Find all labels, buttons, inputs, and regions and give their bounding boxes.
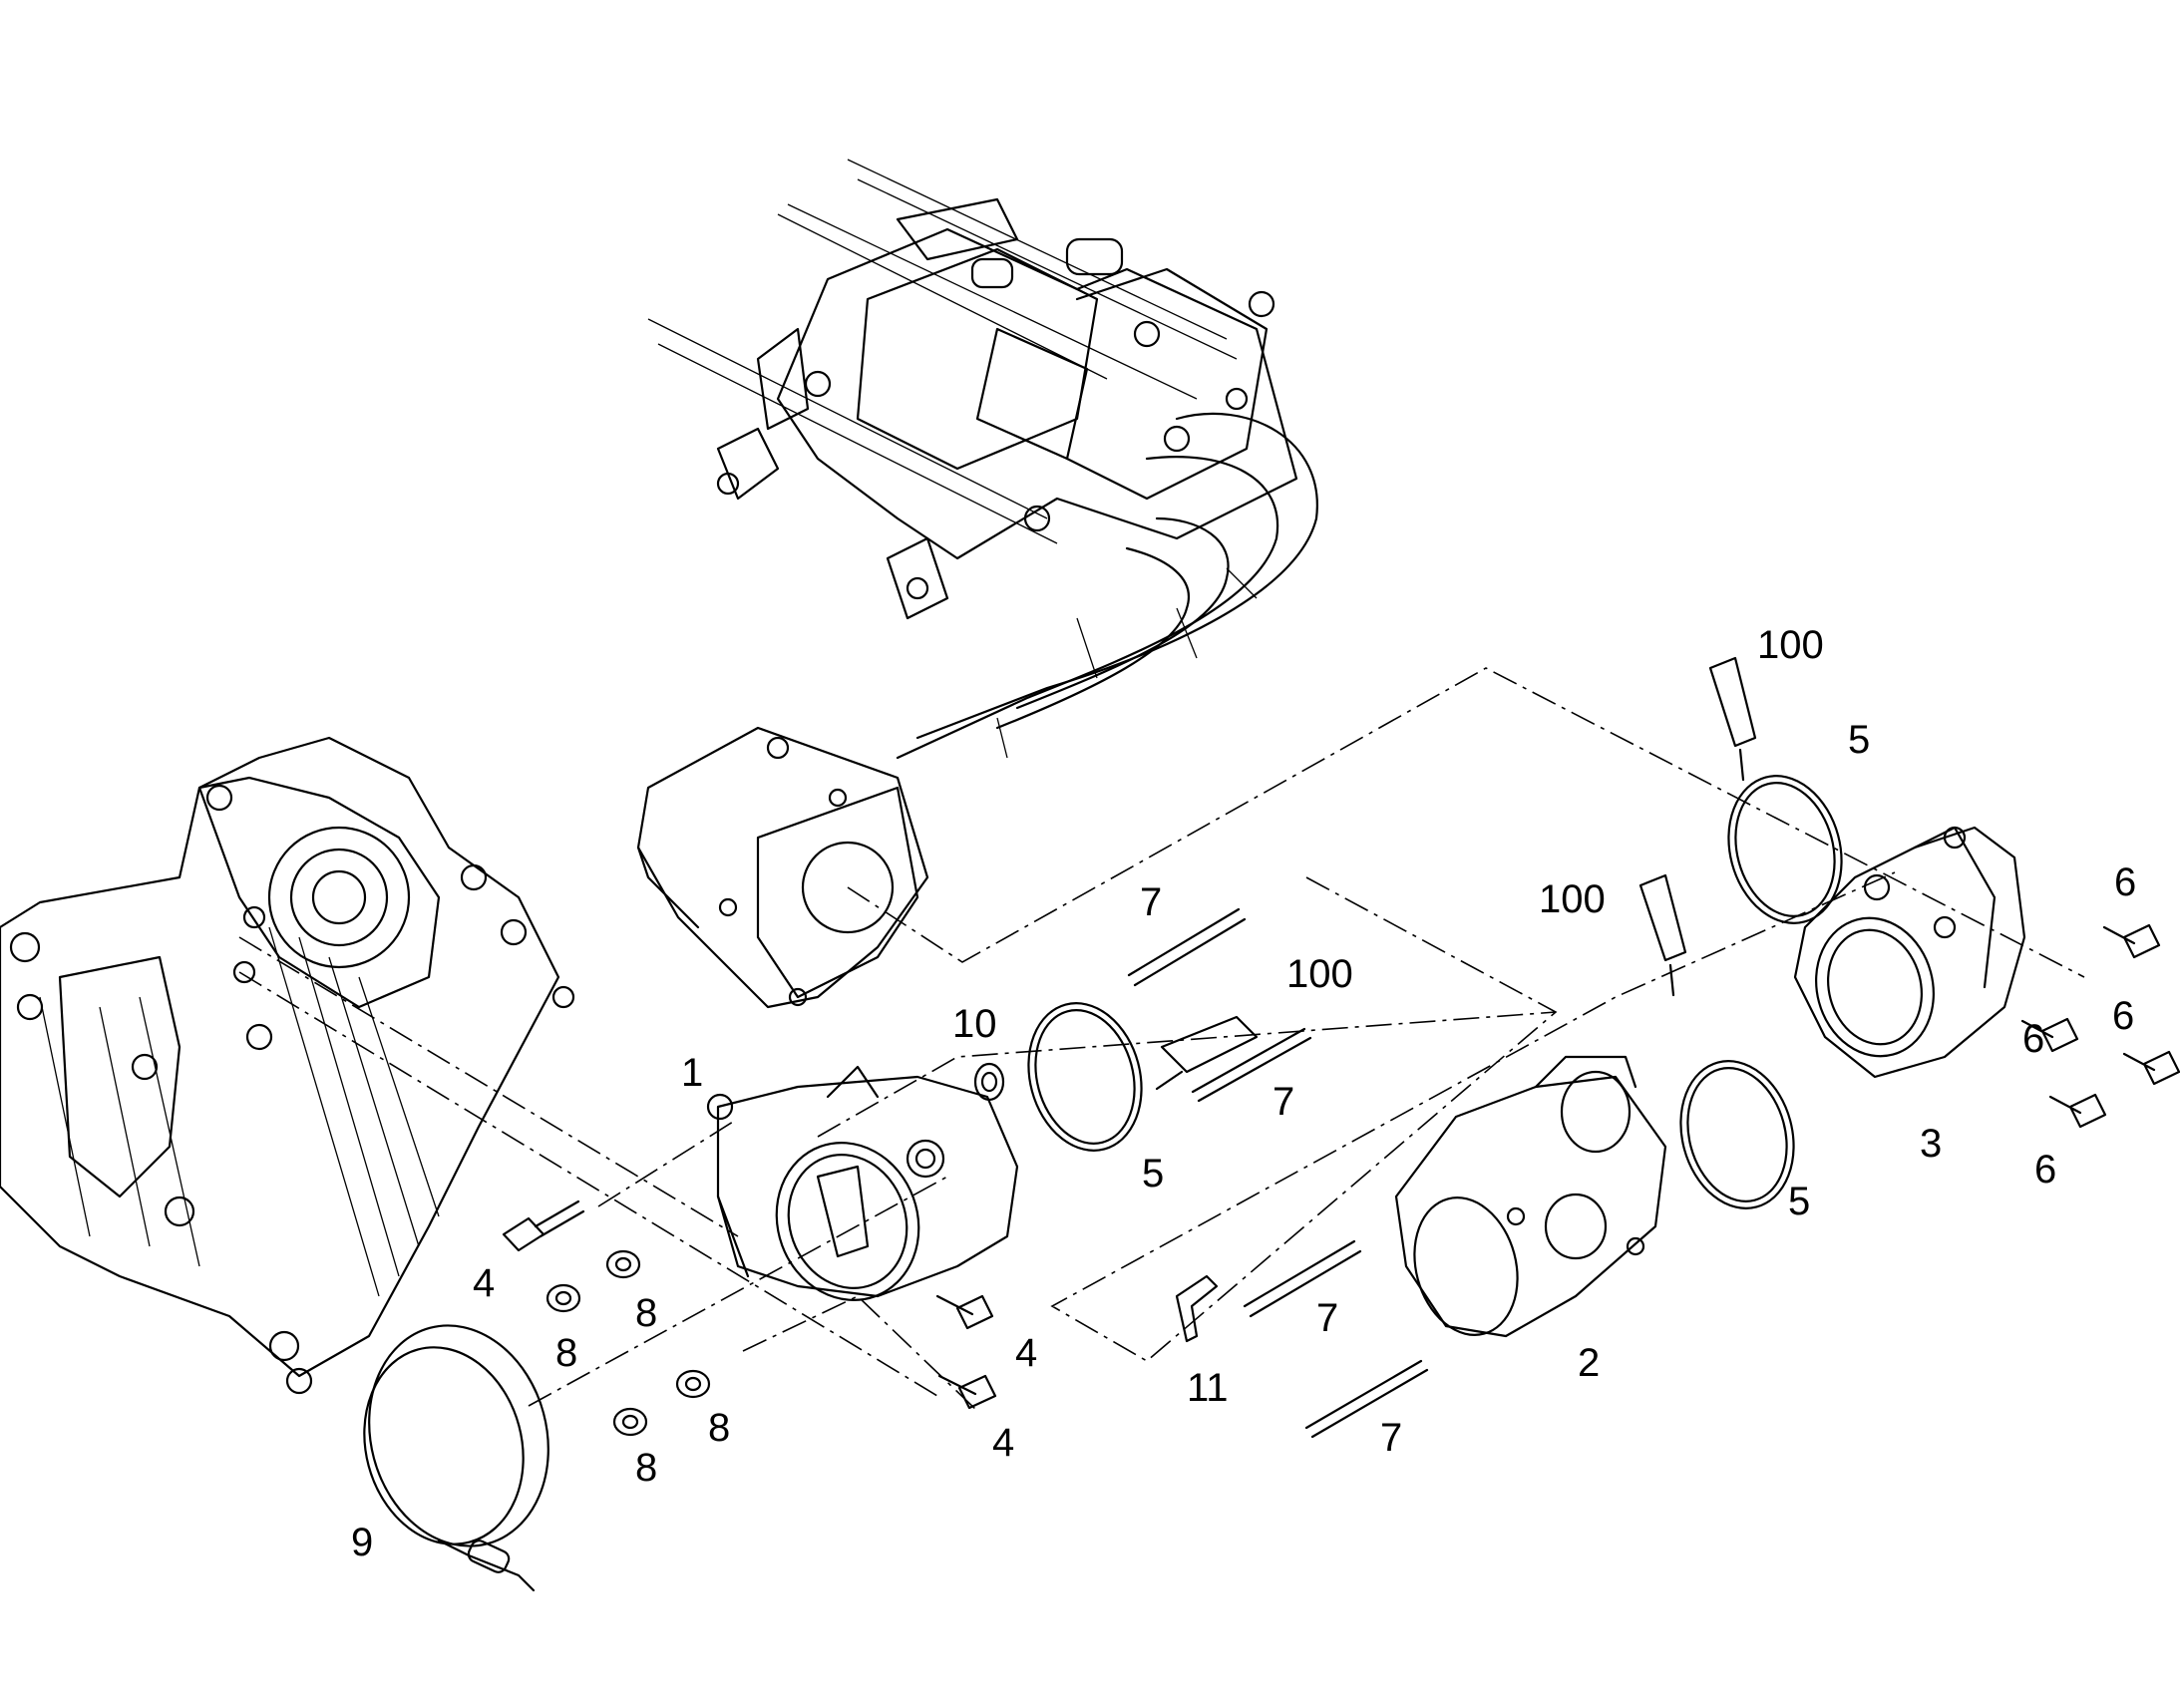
callout-7: 7 xyxy=(1272,1080,1294,1124)
callout-10: 10 xyxy=(952,1002,997,1046)
callout-100: 100 xyxy=(1286,952,1353,996)
callout-100: 100 xyxy=(1539,877,1606,921)
callout-4: 4 xyxy=(473,1261,495,1305)
callout-9: 9 xyxy=(351,1521,373,1564)
o-ring-group xyxy=(1027,775,1843,1209)
callout-7: 7 xyxy=(1380,1416,1402,1460)
callout-11: 11 xyxy=(1187,1366,1229,1410)
callout-8: 8 xyxy=(635,1291,657,1335)
callout-5: 5 xyxy=(1848,718,1870,762)
callout-6: 6 xyxy=(2034,1148,2056,1192)
callout-8: 8 xyxy=(635,1446,657,1490)
sealant-tube-group xyxy=(1155,656,1757,1091)
callout-7: 7 xyxy=(1316,1296,1338,1340)
throttle-body xyxy=(706,1065,1019,1301)
callout-8: 8 xyxy=(555,1331,577,1375)
callout-6: 6 xyxy=(2112,994,2134,1038)
callout-6: 6 xyxy=(2022,1017,2044,1061)
sleeve xyxy=(973,1062,1005,1102)
bracket xyxy=(1175,1274,1219,1343)
callout-5: 5 xyxy=(1142,1152,1164,1196)
intake-adapter-elbow xyxy=(1793,826,2026,1079)
callout-labels: 1 10 7 100 7 5 4 8 8 4 8 4 8 9 11 7 7 2 … xyxy=(351,623,2136,1564)
callout-3: 3 xyxy=(1920,1122,1942,1166)
v-band-clamp xyxy=(363,1324,549,1592)
callout-100: 100 xyxy=(1757,623,1824,667)
callout-8: 8 xyxy=(708,1406,730,1450)
stud-group xyxy=(1127,907,1429,1439)
alignment-lines xyxy=(238,667,2085,1412)
engine-cylinder-head-assembly xyxy=(636,159,1318,1009)
callout-4: 4 xyxy=(1015,1331,1037,1375)
screw-group xyxy=(502,923,2180,1410)
throttle-actuator xyxy=(1394,1055,1667,1338)
callout-6: 6 xyxy=(2114,860,2136,904)
callout-4: 4 xyxy=(992,1421,1014,1465)
crankcase-housing xyxy=(0,736,575,1395)
callout-2: 2 xyxy=(1578,1341,1600,1385)
callout-7: 7 xyxy=(1140,880,1162,924)
callout-1: 1 xyxy=(681,1051,703,1095)
nut-group xyxy=(545,1249,711,1437)
callout-5: 5 xyxy=(1788,1180,1810,1223)
